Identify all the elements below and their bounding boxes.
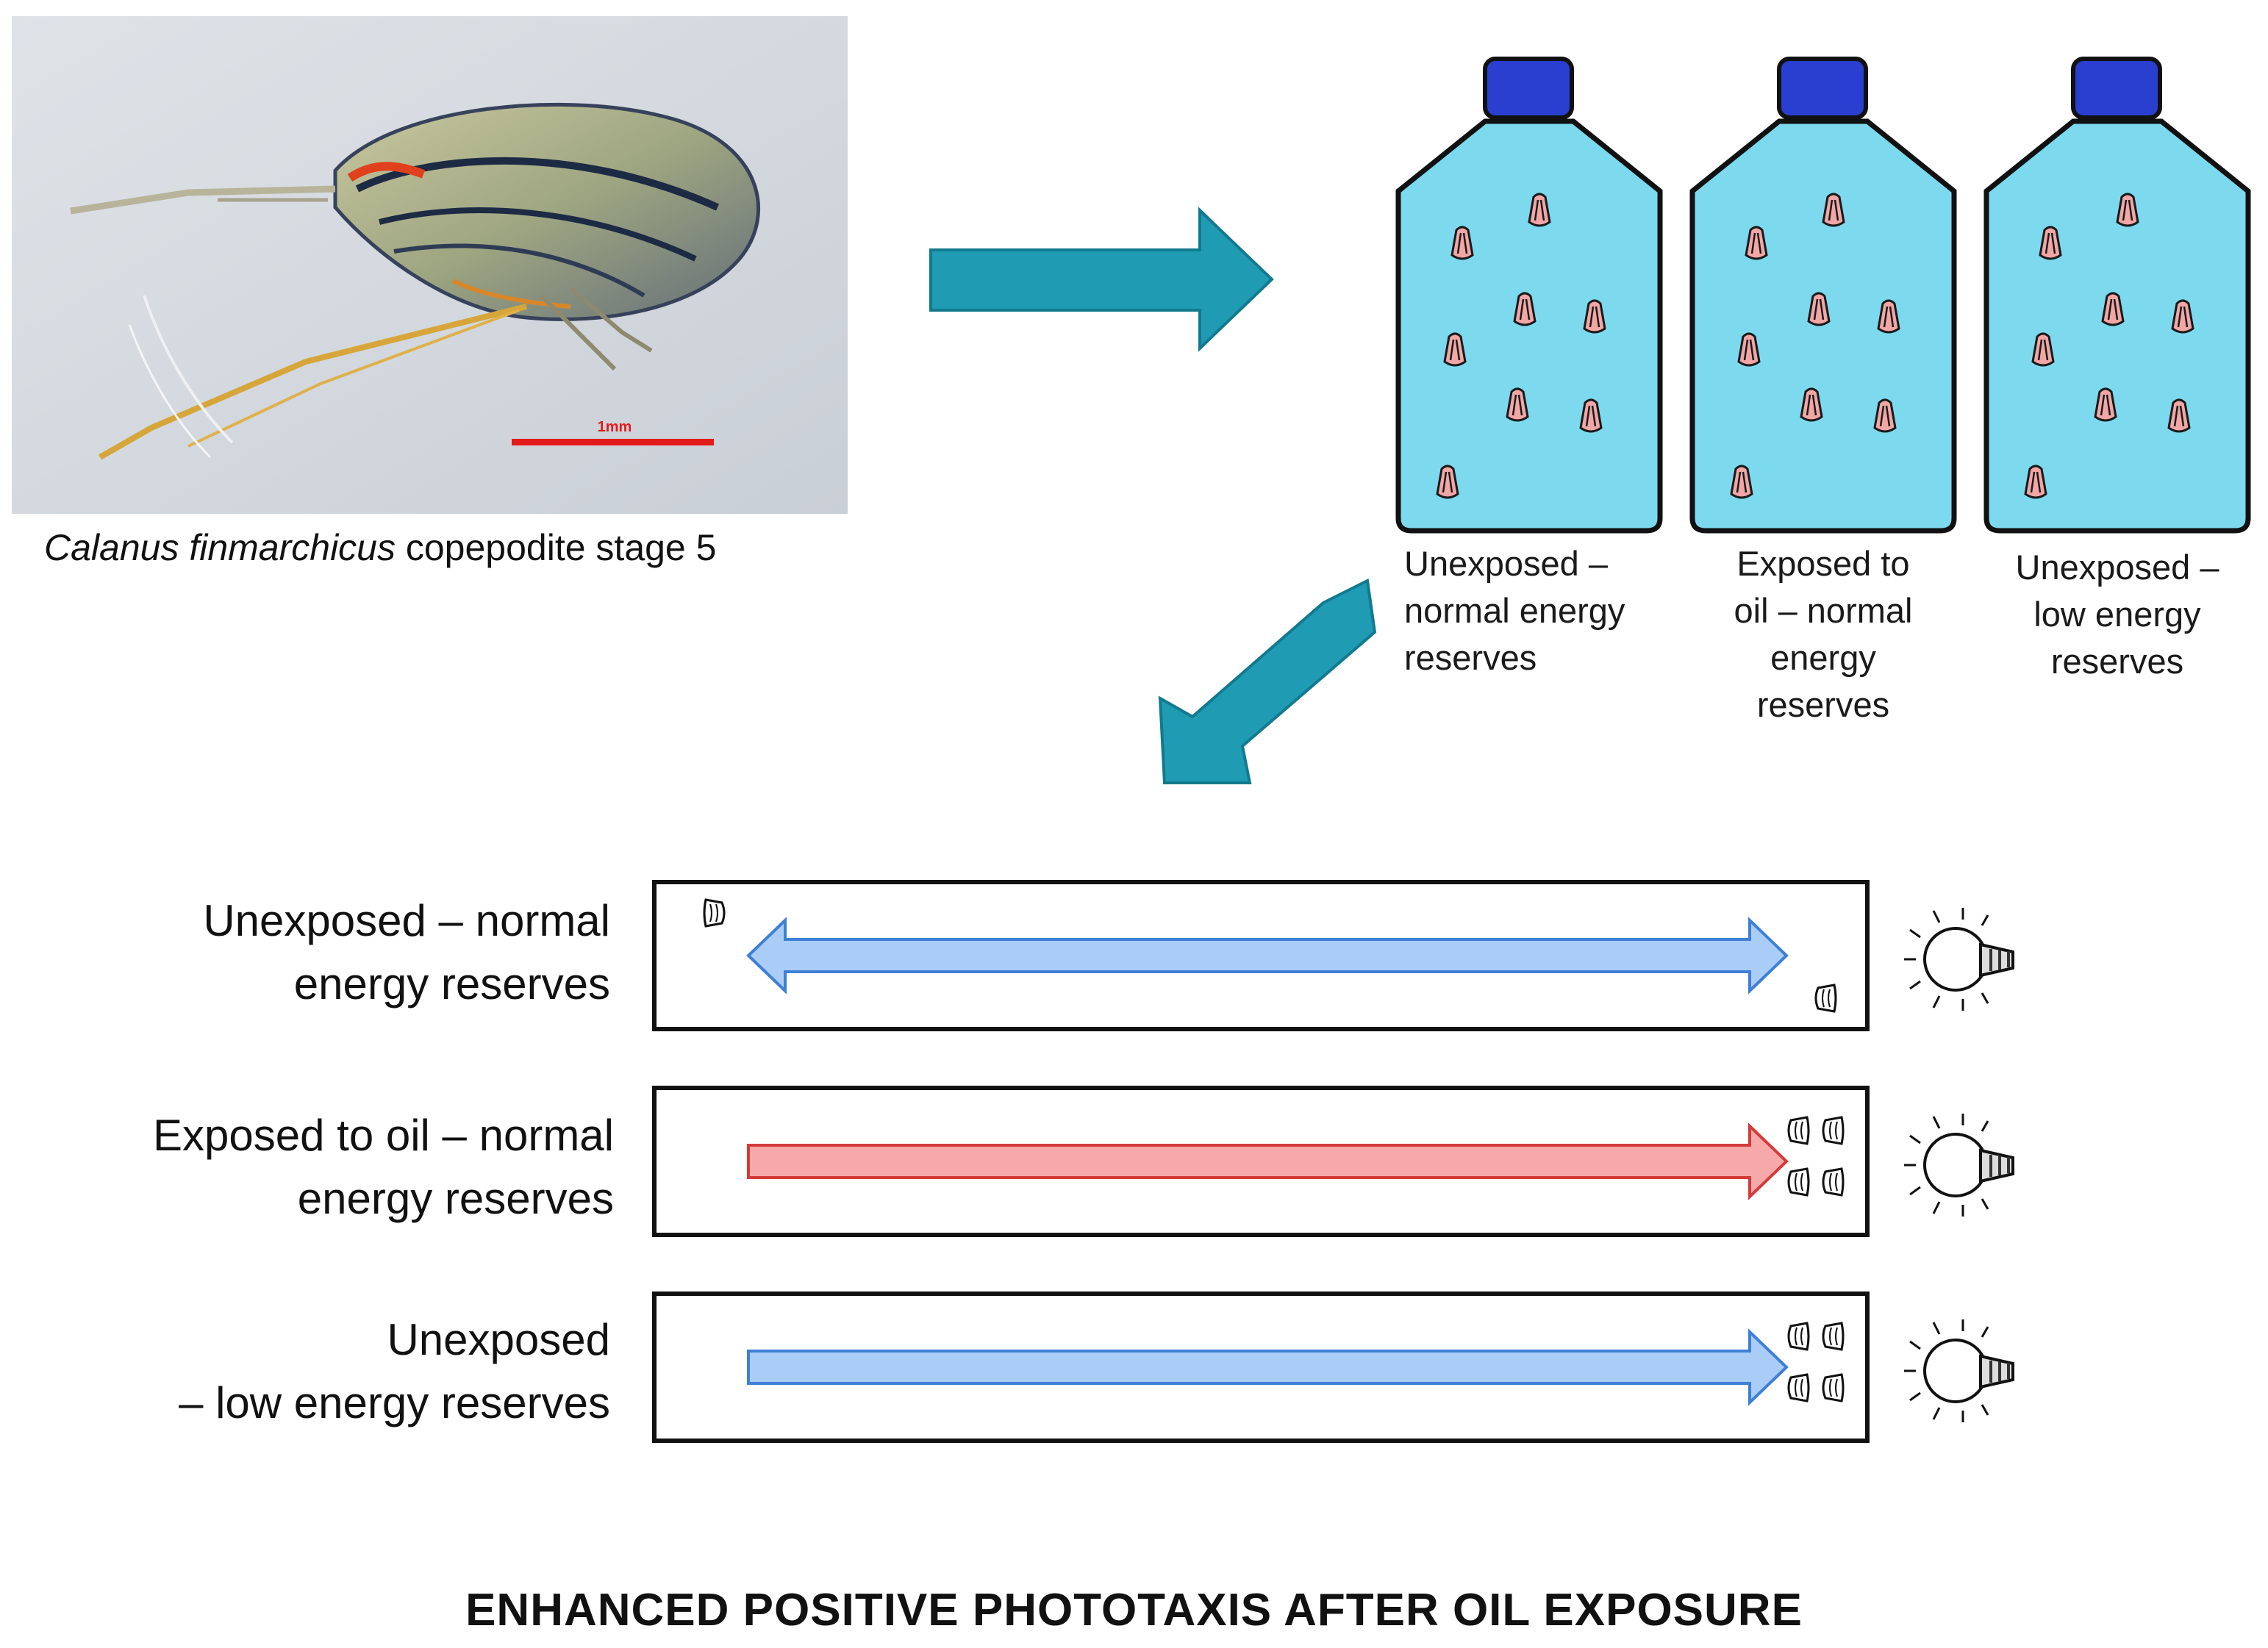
- row-1-label: Unexposed – normal energy reserves: [29, 889, 610, 1016]
- bottle-1: [1398, 59, 1660, 531]
- row-2-copepod-1: [1787, 1116, 1810, 1145]
- row-3-right-arrow: [747, 1328, 1789, 1406]
- row-1: [652, 880, 2014, 1031]
- scale-bar-label: 1mm: [598, 419, 632, 435]
- bottle-1-label-line-1: Unexposed –: [1404, 544, 1608, 583]
- photo-caption: Calanus finmarchicus copepodite stage 5: [44, 522, 853, 573]
- bottle-1-label-line-3: reserves: [1404, 638, 1537, 677]
- row-2-right-arrow: [747, 1122, 1789, 1200]
- row-2-label-line-2: energy reserves: [297, 1174, 614, 1223]
- bottle-2-label-line-4: reserves: [1756, 685, 1890, 724]
- row-2-bulb-icon: [1903, 1112, 2014, 1218]
- row-3-copepod-2: [1822, 1322, 1845, 1351]
- bottle-2-label-line-1: Exposed to: [1736, 544, 1910, 583]
- row-1-label-line-1: Unexposed – normal: [203, 896, 610, 945]
- bottle-3: [1986, 59, 2248, 531]
- bottle-1-label-line-2: normal energy: [1404, 591, 1625, 630]
- bottle-2-label-line-2: oil – normal: [1734, 591, 1913, 630]
- row-3-label-line-2: – low energy reserves: [179, 1378, 610, 1427]
- row-2: [652, 1086, 2014, 1237]
- row-2-label: Exposed to oil – normal energy reserves: [33, 1104, 614, 1230]
- row-3-copepod-1: [1787, 1322, 1810, 1351]
- row-2-copepod-3: [1787, 1167, 1810, 1197]
- bottles-group: [1389, 51, 2257, 544]
- row-3-bulb-icon: [1903, 1318, 2014, 1424]
- row-1-copepod-right: [1814, 984, 1837, 1013]
- bottle-3-label-line-1: Unexposed –: [2015, 548, 2219, 587]
- row-3-label: Unexposed – low energy reserves: [29, 1308, 610, 1435]
- phototaxis-rows: [652, 880, 2014, 1443]
- bottle-1-label: Unexposed – normal energy reserves: [1382, 540, 1698, 681]
- row-2-label-line-1: Exposed to oil – normal: [152, 1111, 614, 1160]
- row-3-copepod-4: [1822, 1373, 1845, 1402]
- flow-arrow-diagonal: [1158, 578, 1377, 784]
- row-1-bulb-icon: [1903, 906, 2014, 1012]
- flow-arrow-right: [929, 207, 1274, 352]
- species-name: Calanus finmarchicus: [44, 527, 396, 568]
- row-1-double-arrow: [746, 917, 1789, 995]
- row-3: [652, 1291, 2014, 1443]
- bottle-2-label-line-3: energy: [1770, 638, 1876, 677]
- bottle-3-label-line-2: low energy: [2033, 595, 2201, 634]
- row-2-copepod-4: [1822, 1167, 1845, 1197]
- row-1-label-line-2: energy reserves: [293, 959, 610, 1008]
- stage-text: copepodite stage 5: [395, 527, 717, 568]
- bottle-2: [1692, 59, 1954, 531]
- row-2-copepod-2: [1822, 1116, 1845, 1145]
- figure-title: ENHANCED POSITIVE PHOTOTAXIS AFTER OIL E…: [465, 1585, 1803, 1636]
- row-3-label-line-1: Unexposed: [387, 1315, 610, 1364]
- copepod-photo: 1mm: [12, 16, 848, 514]
- row-1-copepod-left: [703, 898, 726, 928]
- bottle-3-label: Unexposed – low energy reserves: [1978, 544, 2257, 685]
- bottle-3-label-line-3: reserves: [2050, 642, 2184, 681]
- row-3-copepod-3: [1787, 1373, 1810, 1402]
- bottle-2-label: Exposed to oil – normal energy reserves: [1684, 540, 1963, 728]
